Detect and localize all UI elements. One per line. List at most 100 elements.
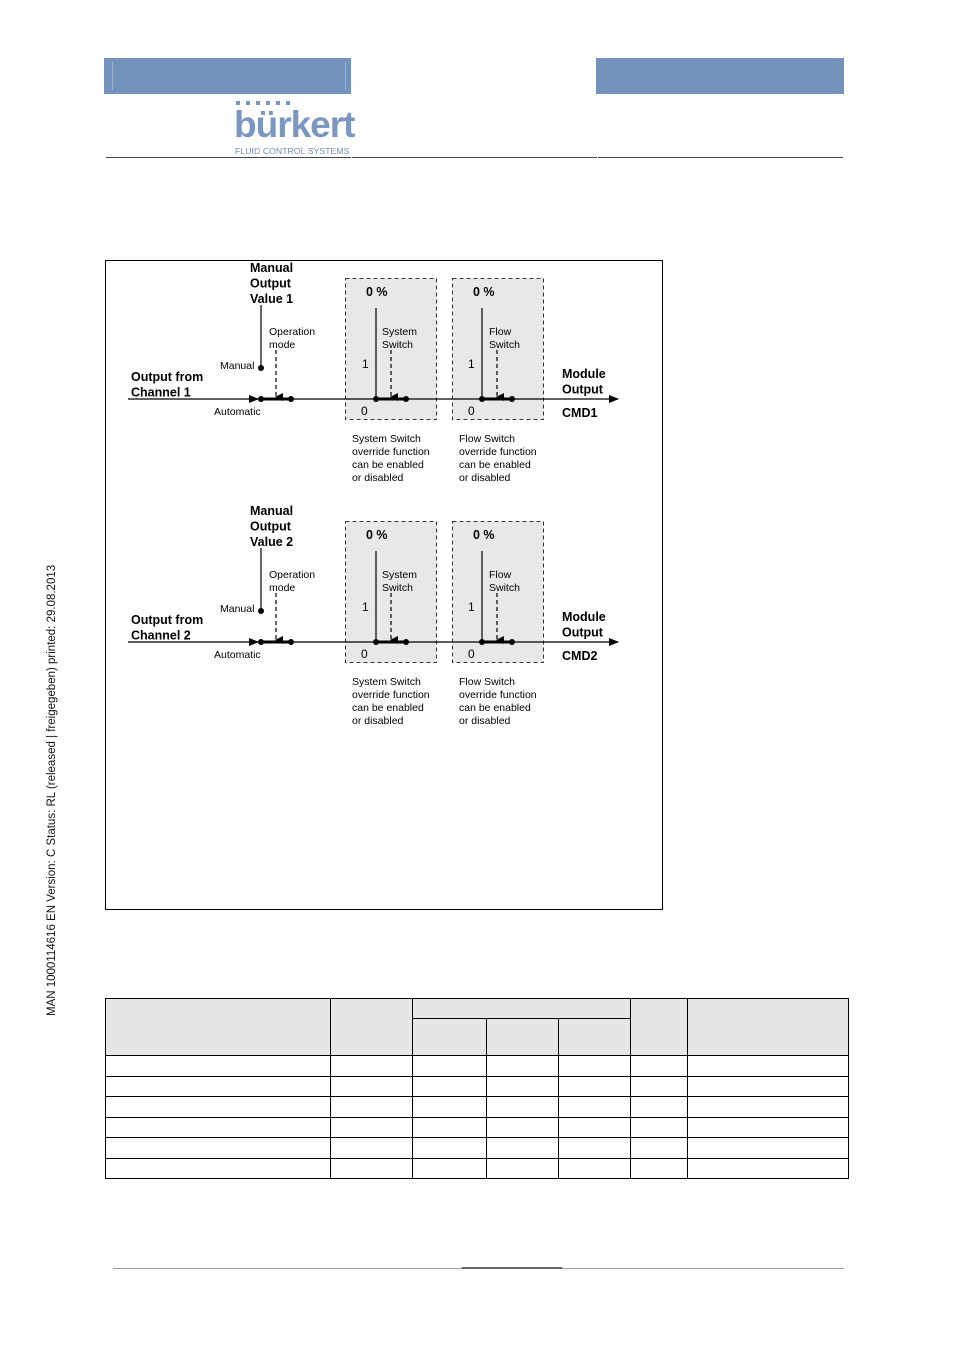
header-bar-left-highlight	[112, 62, 113, 90]
table-header-cell	[630, 998, 689, 1056]
flow-switch-note: Flow Switch	[459, 433, 515, 445]
table-cell	[329, 1096, 413, 1118]
table-cell	[329, 1116, 413, 1138]
table-cell	[105, 1157, 331, 1179]
system-switch-one: 1	[362, 357, 369, 371]
header-rule	[106, 157, 843, 158]
table-row	[105, 1096, 849, 1118]
table-cell	[105, 1116, 331, 1138]
table-cell	[558, 1055, 632, 1077]
flow-switch-label: Flow	[489, 326, 512, 338]
table-cell	[687, 1116, 849, 1138]
table-header-group-cell	[411, 998, 632, 1019]
flow-switch-zero: 0	[468, 647, 475, 661]
table-subheader-cell	[411, 1018, 488, 1056]
table-cell	[411, 1055, 488, 1077]
table-body	[105, 1055, 849, 1179]
table-cell	[329, 1157, 413, 1179]
table-cell	[105, 1075, 331, 1097]
table-cell	[411, 1157, 488, 1179]
flow-switch-zero: 0	[468, 404, 475, 418]
channel-input-label: Channel 1	[131, 386, 191, 400]
manual-output-value-label: Value 1	[250, 292, 293, 306]
company-logo: bürkert	[234, 104, 355, 145]
table-cell	[630, 1116, 689, 1138]
flow-switch-note: or disabled	[459, 715, 511, 727]
flow-switch-pivot-dot	[509, 639, 515, 645]
cmd-label: CMD1	[562, 406, 597, 420]
footer-rule-accent	[462, 1267, 562, 1269]
system-switch-zero: 0	[361, 647, 368, 661]
channel-input-label: Output from	[131, 370, 203, 384]
manual-label: Manual	[220, 360, 254, 372]
flow-switch-label: Switch	[489, 339, 520, 351]
table-cell	[630, 1075, 689, 1097]
header-bar-left	[104, 58, 351, 94]
flow-switch-note: override function	[459, 446, 537, 458]
system-switch-note: can be enabled	[352, 459, 424, 471]
automatic-label: Automatic	[214, 406, 261, 418]
system-switch-note: or disabled	[352, 715, 404, 727]
cmd-label: CMD2	[562, 649, 597, 663]
table-row	[105, 1157, 849, 1179]
module-output-label: Output	[562, 383, 604, 397]
table-row	[105, 1116, 849, 1138]
manual-output-value-label: Manual	[250, 261, 293, 275]
system-switch-note: can be enabled	[352, 702, 424, 714]
header-rule-gap	[597, 155, 598, 160]
system-switch-note: System Switch	[352, 676, 421, 688]
table-cell	[687, 1075, 849, 1097]
table-cell	[630, 1055, 689, 1077]
flow-switch-percent: 0 %	[473, 528, 495, 542]
table-subheader-cell	[558, 1018, 632, 1056]
table-row	[105, 1075, 849, 1097]
table-cell	[630, 1096, 689, 1118]
system-switch-label: System	[382, 569, 417, 581]
table-cell	[630, 1137, 689, 1159]
table-cell	[558, 1157, 632, 1179]
channel-input-label: Output from	[131, 613, 203, 627]
operation-mode-label: mode	[269, 582, 295, 594]
flow-switch-note: can be enabled	[459, 702, 531, 714]
system-switch-note: System Switch	[352, 433, 421, 445]
flow-switch-note: or disabled	[459, 472, 511, 484]
table-cell	[486, 1096, 560, 1118]
table-cell	[329, 1075, 413, 1097]
manual-output-value-label: Value 2	[250, 535, 293, 549]
module-output-label: Output	[562, 626, 604, 640]
system-switch-percent: 0 %	[366, 285, 388, 299]
system-switch-zero: 0	[361, 404, 368, 418]
channel-input-label: Channel 2	[131, 629, 191, 643]
table-cell	[558, 1096, 632, 1118]
system-switch-note: or disabled	[352, 472, 404, 484]
flow-switch-note: can be enabled	[459, 459, 531, 471]
operation-mode-label: mode	[269, 339, 295, 351]
system-switch-one: 1	[362, 600, 369, 614]
table-cell	[558, 1137, 632, 1159]
header-rule-gap	[351, 155, 352, 160]
table-header-cell	[329, 998, 413, 1056]
flow-switch-percent: 0 %	[473, 285, 495, 299]
operation-mode-label: Operation	[269, 569, 315, 581]
flow-switch-one: 1	[468, 600, 475, 614]
flow-switch-note: Flow Switch	[459, 676, 515, 688]
table-cell	[558, 1116, 632, 1138]
system-switch-note: override function	[352, 446, 430, 458]
module-output-label: Module	[562, 367, 606, 381]
module-output-label: Module	[562, 610, 606, 624]
table-subheader-cell	[486, 1018, 560, 1056]
mode-switch-pivot-dot	[288, 396, 294, 402]
table-header-cell	[687, 998, 849, 1056]
manual-contact-dot	[258, 365, 264, 371]
manual-output-value-label: Output	[250, 277, 292, 291]
system-switch-percent: 0 %	[366, 528, 388, 542]
table-cell	[687, 1137, 849, 1159]
table-cell	[105, 1096, 331, 1118]
table-header-cell	[105, 998, 331, 1056]
mode-switch-pivot-dot	[288, 639, 294, 645]
company-logo-subtitle: FLUID CONTROL SYSTEMS	[235, 146, 350, 156]
table-cell	[630, 1157, 689, 1179]
manual-output-value-label: Manual	[250, 504, 293, 518]
